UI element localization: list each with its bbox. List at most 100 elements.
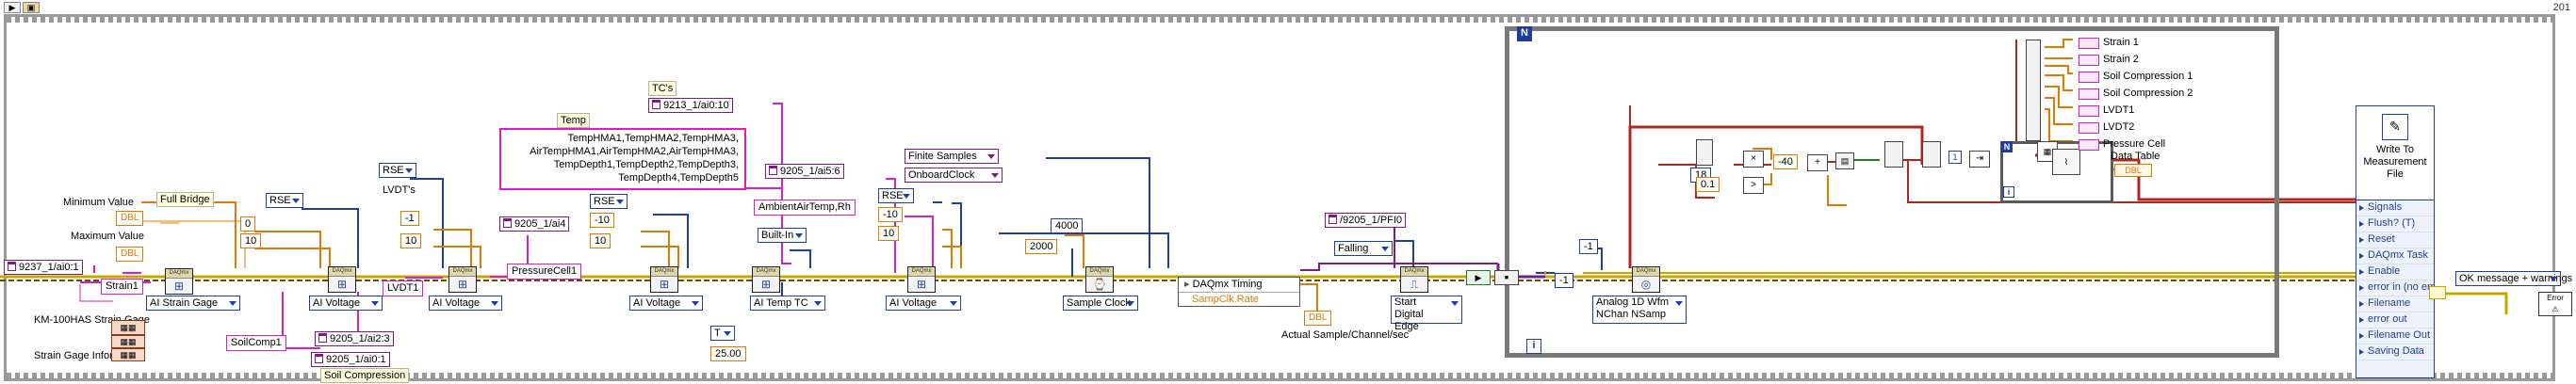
write-file-terminal-6[interactable]: Filename (2356, 296, 2434, 312)
array-size-node[interactable]: ⇥ (1969, 151, 1990, 168)
write-file-terminal-0[interactable]: Signals (2356, 200, 2434, 216)
daqmx-create-channel-vi-5[interactable]: DAQmx⊞ (752, 266, 780, 293)
trigger-edge-ring[interactable]: Falling (1334, 241, 1393, 256)
daqmx-create-channel-vi-4[interactable]: DAQmx⊞ (650, 266, 678, 293)
daqmx-trigger-vi[interactable]: DAQmx⎍ (1400, 266, 1428, 293)
stop-icon[interactable]: ▣ (23, 2, 40, 13)
add-node[interactable]: + (1807, 154, 1828, 171)
write-file-terminal-9[interactable]: Saving Data (2356, 344, 2434, 360)
terminal-config-rse-3[interactable]: RSE (590, 194, 628, 209)
voltage4-type-selector[interactable]: AI Voltage (886, 296, 961, 311)
string-indicator-terminal[interactable] (2079, 55, 2099, 66)
insert-array-node[interactable] (1922, 141, 1941, 168)
terminal-config-rse-1[interactable]: RSE (266, 193, 303, 208)
for-loop[interactable] (1505, 26, 2279, 358)
compare-node[interactable]: > (1743, 177, 1764, 194)
inner-loop-count-terminal[interactable]: N (2001, 141, 2013, 152)
maximum-value-control[interactable]: DBL (116, 247, 144, 262)
daqmx-timing-property-node[interactable]: ▸ DAQmx Timing SampClk.Rate (1178, 277, 1300, 307)
multiplier-constant[interactable]: 0.1 (1696, 177, 1720, 192)
string-indicator-terminal[interactable] (2079, 122, 2099, 134)
voltage1-max-constant[interactable]: 10 (240, 233, 262, 248)
write-file-terminal-4[interactable]: Enable (2356, 264, 2434, 280)
strain-type-selector[interactable]: AI Strain Gage (146, 296, 240, 311)
simple-error-handler-vi[interactable]: Error⚠ (2538, 292, 2572, 316)
offset-constant[interactable]: -40 (1773, 154, 1798, 169)
daqmx-create-channel-vi-6[interactable]: DAQmx⊞ (907, 266, 936, 293)
stop-task-vi[interactable]: ⏹ (1494, 270, 1519, 285)
trigger-source-constant[interactable]: /9205_1/PFI0 (1325, 213, 1407, 228)
daqmx-create-channel-vi[interactable]: DAQmx⊞ (165, 268, 193, 295)
samples-per-channel-constant[interactable]: 4000 (1051, 218, 1084, 233)
gage-cluster-constant-3[interactable]: ▦▦ (111, 348, 145, 361)
voltage4-max-constant[interactable]: 10 (878, 226, 900, 241)
voltage2-type-selector[interactable]: AI Voltage (429, 296, 502, 311)
daqmx-create-channel-vi-2[interactable]: DAQmx⊞ (328, 266, 356, 293)
voltage4-min-constant[interactable]: -10 (878, 207, 903, 222)
gage-cluster-constant[interactable]: ▦▦ (111, 320, 145, 335)
read-samples-constant[interactable]: -1 (1555, 273, 1573, 288)
minimum-value-control[interactable]: DBL (116, 211, 144, 226)
write-file-terminal-2[interactable]: Reset (2356, 232, 2434, 248)
replace-subset-node[interactable] (1884, 141, 1903, 168)
temp-type-selector[interactable]: AI Temp TC (750, 296, 825, 311)
trigger-type-selector[interactable]: Start Digital Edge (1391, 296, 1462, 332)
multiply-node[interactable]: × (1743, 151, 1764, 168)
sample-mode-ring[interactable]: Finite Samples (905, 149, 999, 164)
ambient-name-constant[interactable]: AmbientAirTemp,Rh (754, 200, 856, 216)
sample-rate-constant[interactable]: 2000 (1025, 239, 1058, 254)
write-file-terminal-7[interactable]: error out (2356, 312, 2434, 328)
terminal-config-rse-4[interactable]: RSE (878, 188, 914, 203)
voltage2-min-constant[interactable]: -1 (400, 211, 419, 226)
error-cluster-node[interactable] (2429, 286, 2446, 299)
lvdt-name-constant[interactable]: LVDT1 (383, 280, 424, 296)
soilcomp-name-constant[interactable]: SoilComp1 (226, 335, 286, 351)
error-dialog-options-ring[interactable]: OK message + warnings (2455, 271, 2572, 286)
read-timeout-constant[interactable]: -1 (1579, 239, 1598, 254)
strain-channel-constant[interactable]: 9237_1/ai0:1 (4, 260, 83, 275)
string-indicator-terminal[interactable] (2079, 105, 2099, 117)
temp-channel-constant[interactable]: 9213_1/ai0:10 (648, 98, 733, 113)
pressurecell-name-constant[interactable]: PressureCell1 (507, 264, 582, 280)
voltage1-type-selector[interactable]: AI Voltage (309, 296, 383, 311)
daqmx-create-channel-vi-3[interactable]: DAQmx⊞ (448, 266, 477, 293)
voltage3-min-constant[interactable]: -10 (590, 213, 614, 228)
daqmx-read-vi[interactable]: DAQmx◎ (1632, 266, 1660, 293)
voltage2-channel-constant[interactable]: 9205_1/ai2:3 (315, 331, 394, 346)
for-loop-count-terminal[interactable]: N (1517, 26, 1532, 41)
loop-index-constant[interactable]: 1 (1948, 151, 1962, 164)
write-file-terminal-1[interactable]: Flush? (T) (2356, 216, 2434, 232)
waveform-graph-terminal[interactable]: ⌇ (2052, 149, 2080, 175)
voltage3-channel-constant[interactable]: 9205_1/ai4 (499, 216, 570, 232)
run-arrow-icon[interactable]: ▶ (4, 2, 21, 13)
voltage1-min-constant[interactable]: 0 (240, 216, 256, 232)
string-indicator-terminal[interactable] (2079, 38, 2099, 49)
string-indicator-terminal[interactable] (2079, 72, 2099, 83)
write-file-terminal-5[interactable]: error in (no error) (2356, 280, 2434, 296)
strain-name-constant[interactable]: Strain1 (101, 279, 143, 295)
voltage3-max-constant[interactable]: 10 (590, 233, 611, 248)
write-file-terminal-3[interactable]: DAQmx Task (2356, 248, 2434, 264)
clock-source-ring[interactable]: OnboardClock (905, 168, 1003, 183)
timing-type-selector[interactable]: Sample Clock (1063, 296, 1138, 311)
temp-names-constant[interactable]: TempHMA1,TempHMA2,TempHMA3, AirTempHMA1,… (499, 128, 746, 190)
build-waveform-node[interactable]: ▤ (1835, 152, 1854, 169)
cjc-source-ring[interactable]: Built-In (758, 228, 807, 243)
voltage2-max-constant[interactable]: 10 (400, 233, 422, 248)
start-task-vi[interactable]: ▶ (1466, 270, 1491, 285)
write-file-terminal-8[interactable]: Filename Out (2356, 328, 2434, 344)
index-array-node[interactable] (1696, 139, 1713, 166)
tc-type-ring[interactable]: T (710, 326, 735, 341)
voltage3-type-selector[interactable]: AI Voltage (629, 296, 703, 311)
voltage4-channel-constant[interactable]: 9205_1/ai5:6 (765, 164, 844, 179)
voltage1-channel-constant[interactable]: 9205_1/ai0:1 (311, 352, 390, 367)
timing-node-property[interactable]: SampClk.Rate (1192, 294, 1259, 305)
daqmx-timing-vi[interactable]: DAQmx⌚ (1085, 266, 1114, 293)
gage-cluster-constant-2[interactable]: ▦▦ (111, 335, 145, 348)
string-indicator-terminal[interactable] (2079, 139, 2099, 151)
terminal-config-rse-2[interactable]: RSE (379, 163, 416, 178)
cjc-value-constant[interactable]: 25.00 (710, 346, 746, 361)
string-indicator-terminal[interactable] (2079, 88, 2099, 100)
unbundle-array-node[interactable] (2026, 40, 2041, 141)
